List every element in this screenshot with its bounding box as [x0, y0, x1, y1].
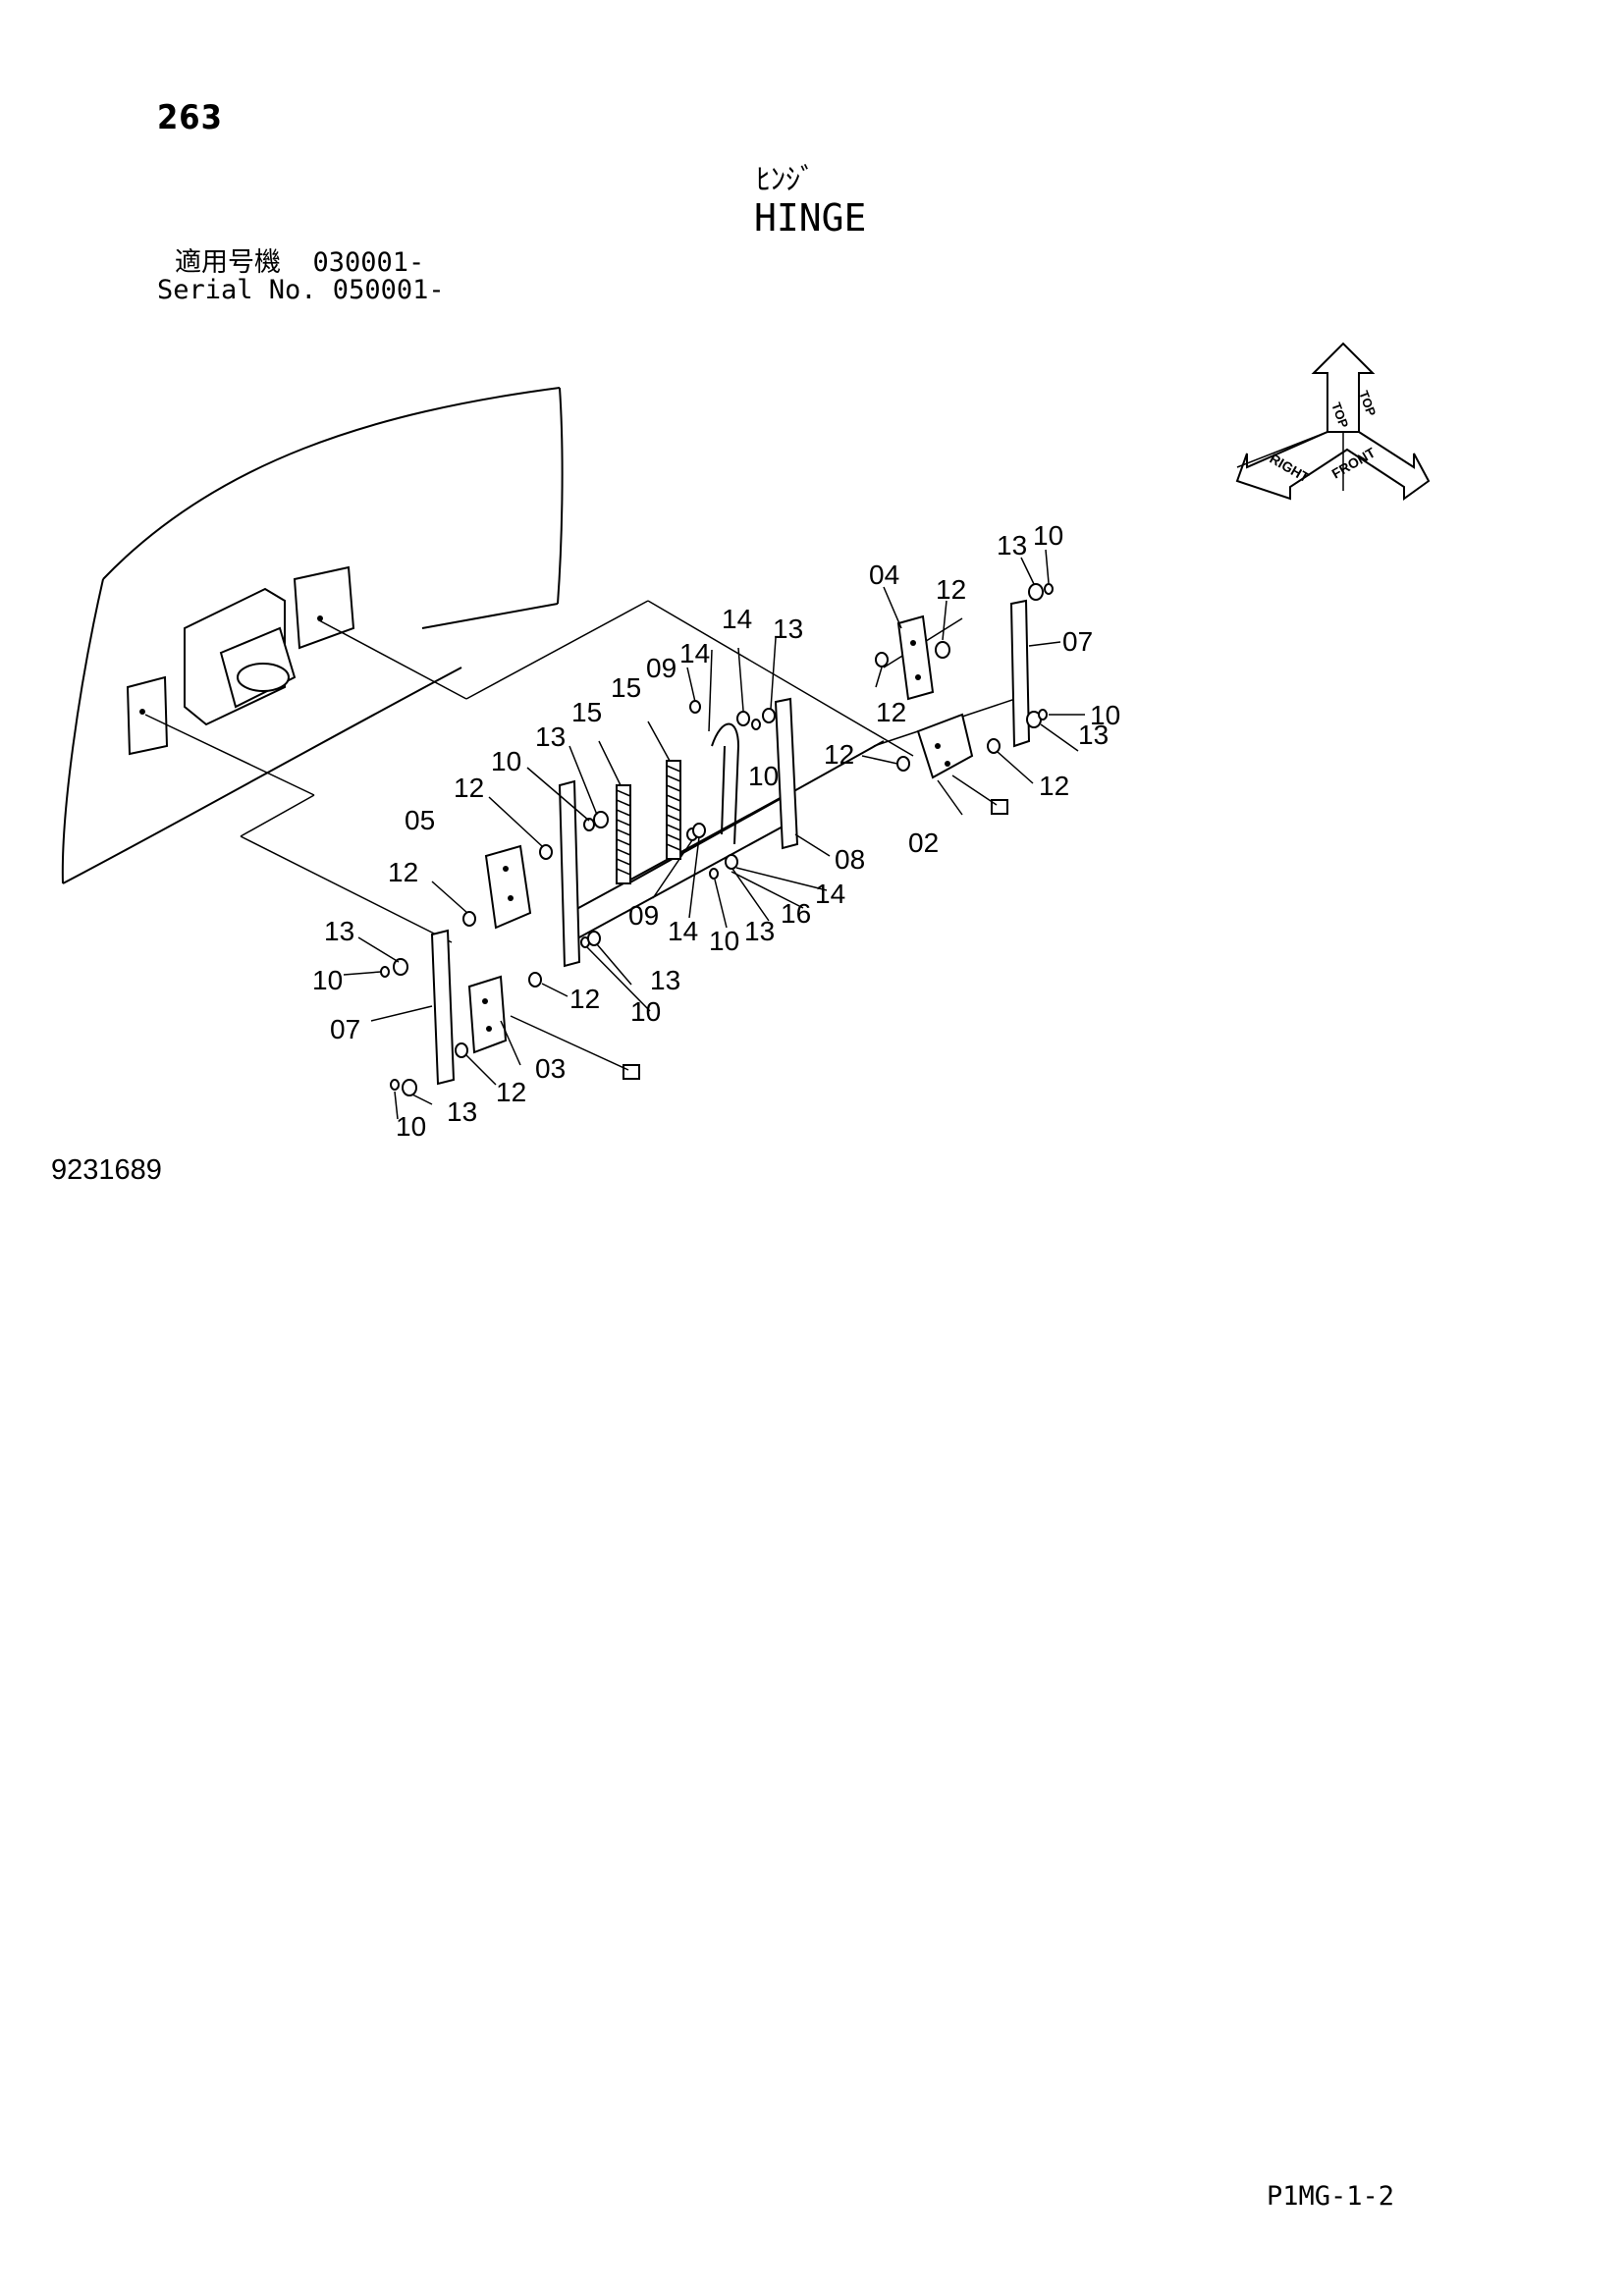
washers [380, 583, 1054, 1096]
assembly-guide-lines [144, 600, 914, 943]
link-arm-middle [558, 779, 581, 968]
diagram-reference-number: 9231689 [51, 1154, 162, 1186]
page-number: 263 [157, 98, 223, 137]
callout-label: 12 [876, 697, 906, 727]
bracket-02 [916, 713, 974, 779]
spring-right [666, 760, 681, 860]
callout-label: 13 [997, 530, 1027, 561]
callout-label: 14 [679, 638, 710, 668]
page-title: HINGE [754, 196, 867, 240]
callout-label: 04 [869, 560, 899, 590]
callout-label: 12 [936, 574, 966, 605]
callout-label: 03 [535, 1053, 566, 1084]
callout-label: 16 [781, 898, 811, 929]
callout-label: 14 [722, 604, 752, 634]
callout-label: 13 [773, 614, 803, 644]
callout-label: 02 [908, 828, 939, 858]
callout-label: 10 [709, 926, 739, 956]
callout-label: 09 [646, 653, 677, 683]
callout-label: 13 [650, 965, 680, 995]
callout-label: 13 [744, 916, 775, 946]
callout-label: 08 [835, 844, 865, 875]
callout-label: 10 [748, 761, 779, 791]
page-code: P1MG-1-2 [1267, 2181, 1395, 2212]
callout-label: 12 [388, 857, 418, 887]
title-japanese: ﾋﾝｼﾞ [756, 163, 815, 197]
bolt-lower [510, 1015, 640, 1080]
hinge-assembly [380, 583, 1054, 1096]
door-window-panel [61, 387, 564, 884]
callout-label: 15 [571, 697, 602, 727]
bracket-05 [484, 844, 532, 930]
callout-label: 12 [824, 739, 854, 770]
callout-label: 07 [330, 1014, 360, 1044]
serial-range-japanese: 適用号機 030001- [175, 247, 425, 278]
window-hinge-bracket [126, 565, 355, 756]
link-arm-08 [774, 697, 799, 850]
callout-label: 10 [1090, 700, 1120, 730]
callout-label: 10 [1033, 520, 1063, 551]
link-arm-07-right [1009, 599, 1031, 748]
callout-label: 12 [1039, 771, 1069, 801]
callout-label: 13 [324, 916, 354, 946]
callout-labels: 13 10 04 12 14 13 07 14 09 15 12 10 13 1… [312, 520, 1120, 1142]
orientation-indicator-icon: TOP TOP FRONT RIGHT [1235, 342, 1431, 501]
callout-label: 05 [405, 805, 435, 835]
bolt-right [951, 774, 1008, 815]
link-arm-07-left [430, 929, 456, 1086]
bracket-03 [467, 975, 508, 1054]
callout-label: 13 [1078, 720, 1109, 750]
callout-label: 14 [815, 879, 845, 909]
callout-label: 09 [628, 900, 659, 931]
callout-label: 10 [396, 1111, 426, 1142]
spring-left [616, 784, 631, 884]
callout-label: 12 [454, 773, 484, 803]
callout-label: 10 [630, 996, 661, 1027]
callout-label: 12 [569, 984, 600, 1014]
bracket-04 [896, 614, 935, 701]
leader-lines [343, 549, 1085, 1120]
callout-label: 10 [312, 965, 343, 995]
callout-label: 15 [611, 672, 641, 703]
callout-label: 13 [535, 721, 566, 752]
serial-range: Serial No. 050001- [157, 275, 445, 305]
callout-label: 12 [496, 1077, 526, 1107]
callout-label: 13 [447, 1096, 477, 1127]
callout-label: 07 [1062, 626, 1093, 657]
callout-label: 14 [668, 916, 698, 946]
callout-label: 10 [491, 746, 521, 776]
